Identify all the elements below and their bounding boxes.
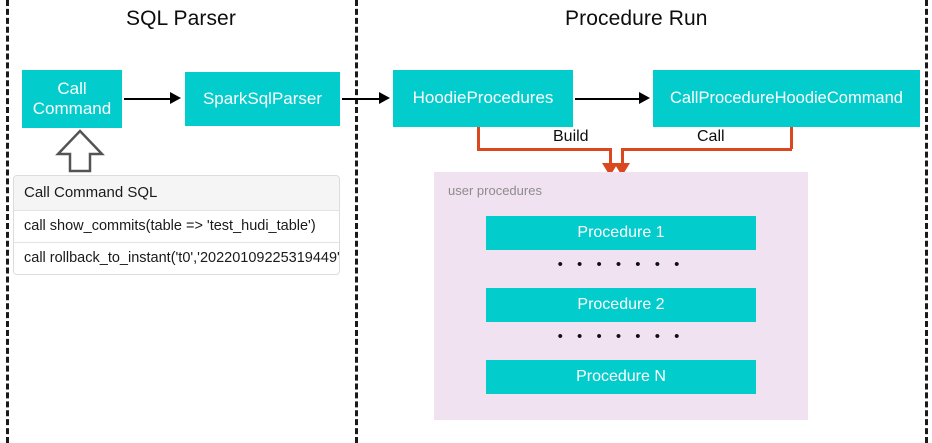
arrow-spark-parser-to-hoodie-procedures [342,98,380,100]
section-title-procedure-run: Procedure Run [565,7,708,30]
call-connector-segment [621,148,792,151]
call-command-sql-table: Call Command SQL call show_commits(table… [13,175,340,275]
procedure-separator-dots: • • • • • • • [557,328,685,345]
up-arrow-icon [54,128,106,174]
edge-label-build: Build [548,128,594,146]
procedure-separator-dots: • • • • • • • [557,256,685,273]
sql-table-row: call rollback_to_instant('t0','202201092… [14,242,339,274]
sql-table-header: Call Command SQL [14,176,339,210]
arrow-head-icon [379,92,390,104]
arrow-head-icon [639,92,650,104]
node-spark-sql-parser[interactable]: SparkSqlParser [185,72,340,126]
user-procedures-label: user procedures [448,183,542,198]
edge-label-call: Call [692,128,730,146]
section-divider-left [6,0,9,443]
procedure-item[interactable]: Procedure 1 [486,216,756,250]
procedure-item[interactable]: Procedure N [486,360,756,394]
arrow-hoodie-procedures-to-call-procedure-command [575,98,640,100]
build-connector-segment [609,148,612,165]
user-procedures-panel: user procedures Procedure 1 • • • • • • … [434,172,808,420]
sql-table-row: call show_commits(table => 'test_hudi_ta… [14,210,339,242]
section-divider-middle [355,0,358,443]
arrow-call-command-to-spark-parser [124,98,172,100]
node-hoodie-procedures[interactable]: HoodieProcedures [393,70,573,127]
node-call-procedure-hoodie-command[interactable]: CallProcedureHoodieCommand [653,70,920,127]
build-connector-segment [477,127,480,149]
call-connector-segment [790,127,793,149]
node-call-command[interactable]: Call Command [22,70,122,128]
arrow-head-icon [170,92,181,104]
procedure-item[interactable]: Procedure 2 [486,288,756,322]
section-title-sql-parser: SQL Parser [126,7,236,30]
build-connector-segment [477,148,611,151]
call-connector-segment [621,148,624,165]
section-divider-right [925,0,928,443]
